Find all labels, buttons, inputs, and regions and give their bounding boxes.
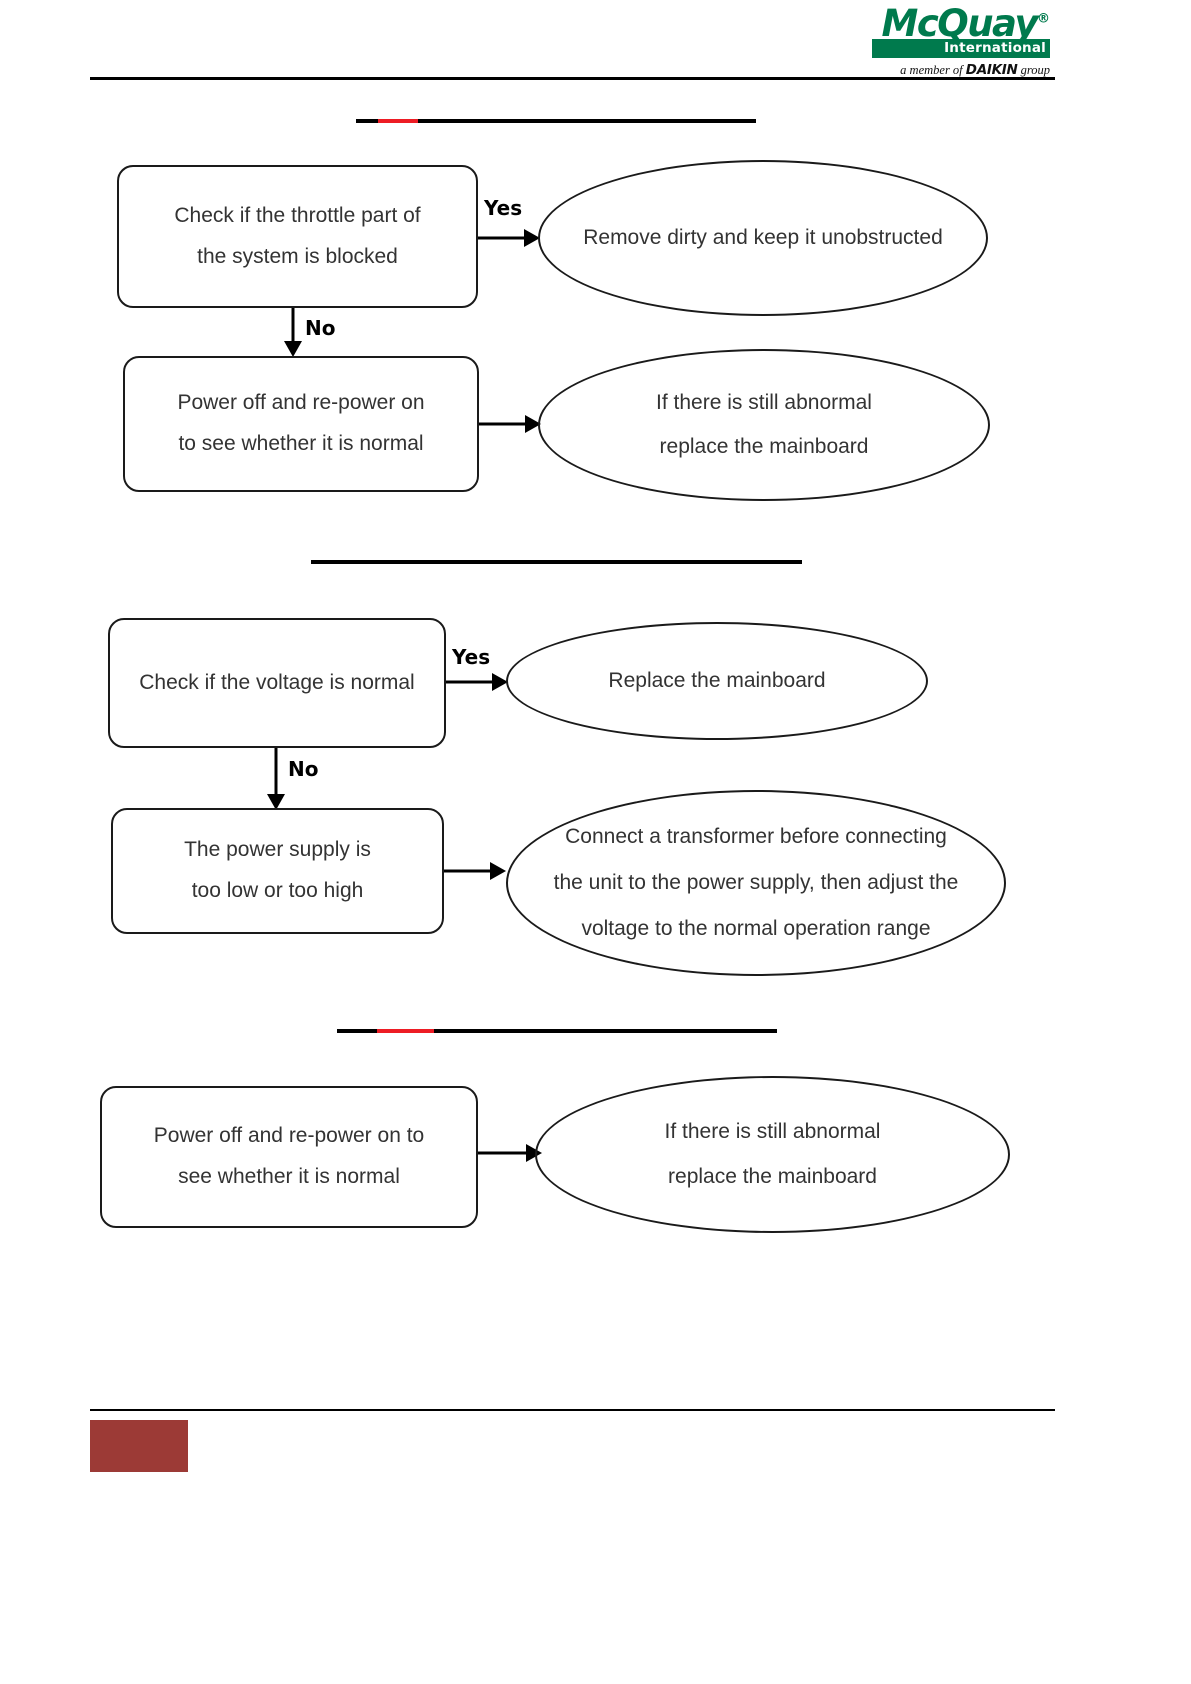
flow-node-s1-no-action: Power off and re-power on to see whether…	[123, 356, 479, 492]
section-2-heading-redacted	[311, 560, 802, 564]
arrow-shaft	[291, 308, 295, 343]
node-text-line: replace the mainboard	[668, 1164, 877, 1188]
edge-label-s1-no: No	[305, 316, 336, 340]
section-1-heading-redacted	[356, 119, 756, 123]
arrow-head-icon	[267, 794, 285, 810]
node-text-line: to see whether it is normal	[178, 432, 424, 455]
arrow-shaft	[274, 748, 278, 796]
edge-label-s1-yes: Yes	[484, 196, 523, 220]
arrow-s1-no	[283, 308, 303, 357]
node-text-line: the unit to the power supply, then adjus…	[553, 870, 959, 894]
node-text-line: the system is blocked	[197, 244, 398, 268]
edge-label-s2-yes: Yes	[452, 645, 491, 669]
redaction-mark	[377, 1029, 434, 1033]
flow-node-s3-action: Power off and re-power on to see whether…	[100, 1086, 478, 1228]
node-text-line: Replace the mainboard	[608, 668, 826, 692]
flow-node-s3-outcome: If there is still abnormal replace the m…	[535, 1076, 1010, 1233]
tagline-daikin: DAIKIN	[965, 62, 1018, 79]
node-text-line: Check if the throttle part of	[174, 203, 421, 227]
flow-node-s1-decision: Check if the throttle part of the system…	[117, 165, 478, 308]
section-3-heading-redacted	[337, 1029, 777, 1033]
node-text-line: replace the mainboard	[659, 435, 869, 458]
arrow-head-icon	[492, 673, 508, 691]
node-text-line: Power off and re-power on to	[153, 1124, 425, 1148]
node-text-line: Remove dirty and keep it unobstructed	[583, 225, 943, 249]
footer-redacted-block	[90, 1420, 188, 1472]
flow-node-s1-no-outcome: If there is still abnormal replace the m…	[538, 349, 990, 501]
node-text-line: Connect a transformer before connecting	[565, 824, 947, 848]
node-text-line: The power supply is	[184, 838, 371, 862]
header-divider	[90, 77, 1055, 80]
node-text-line: If there is still abnormal	[664, 1120, 881, 1144]
flow-node-s1-yes-outcome: Remove dirty and keep it unobstructed	[538, 160, 988, 316]
arrow-shaft	[478, 236, 526, 240]
arrow-s2-no	[266, 748, 286, 810]
node-text-line: see whether it is normal	[178, 1165, 400, 1188]
redaction-mark	[378, 119, 418, 123]
arrow-shaft	[446, 680, 494, 684]
arrow-s2-to-outcome	[444, 861, 506, 881]
edge-label-s2-no: No	[288, 757, 319, 781]
node-text-line: voltage to the normal operation range	[581, 917, 931, 941]
arrow-s2-yes	[446, 672, 508, 692]
registered-trademark-icon: ®	[1037, 11, 1050, 27]
logo-brand-text: McQuay®	[882, 5, 1051, 42]
node-text-line: too low or too high	[191, 879, 364, 902]
arrow-head-icon	[284, 341, 302, 357]
flow-node-s2-no-action: The power supply is too low or too high	[111, 808, 444, 934]
flow-node-s2-decision: Check if the voltage is normal	[108, 618, 446, 748]
node-text-line: Power off and re-power on	[177, 391, 425, 415]
arrow-shaft	[444, 869, 492, 873]
arrow-s1-yes	[478, 228, 540, 248]
arrow-shaft	[479, 422, 527, 426]
node-text-line: Check if the voltage is normal	[139, 670, 415, 694]
logo-brand-word: McQuay	[881, 2, 1039, 45]
flow-node-s2-yes-outcome: Replace the mainboard	[506, 622, 928, 740]
arrow-head-icon	[490, 862, 506, 880]
mcquay-logo: McQuay® International a member of DAIKIN…	[872, 5, 1051, 78]
logo-tagline: a member of DAIKIN group	[872, 62, 1050, 78]
tagline-pre: a member of	[900, 63, 963, 78]
arrow-head-icon	[524, 229, 540, 247]
node-text-line: If there is still abnormal	[656, 390, 872, 414]
arrow-head-icon	[525, 415, 541, 433]
footer-divider	[90, 1409, 1055, 1411]
logo-international-bar: International	[872, 39, 1050, 59]
arrow-s1-to-outcome	[479, 414, 541, 434]
flow-node-s2-no-outcome: Connect a transformer before connecting …	[506, 790, 1006, 976]
arrow-shaft	[478, 1151, 528, 1155]
tagline-post: group	[1020, 63, 1050, 78]
arrow-s3-to-outcome	[478, 1143, 542, 1163]
